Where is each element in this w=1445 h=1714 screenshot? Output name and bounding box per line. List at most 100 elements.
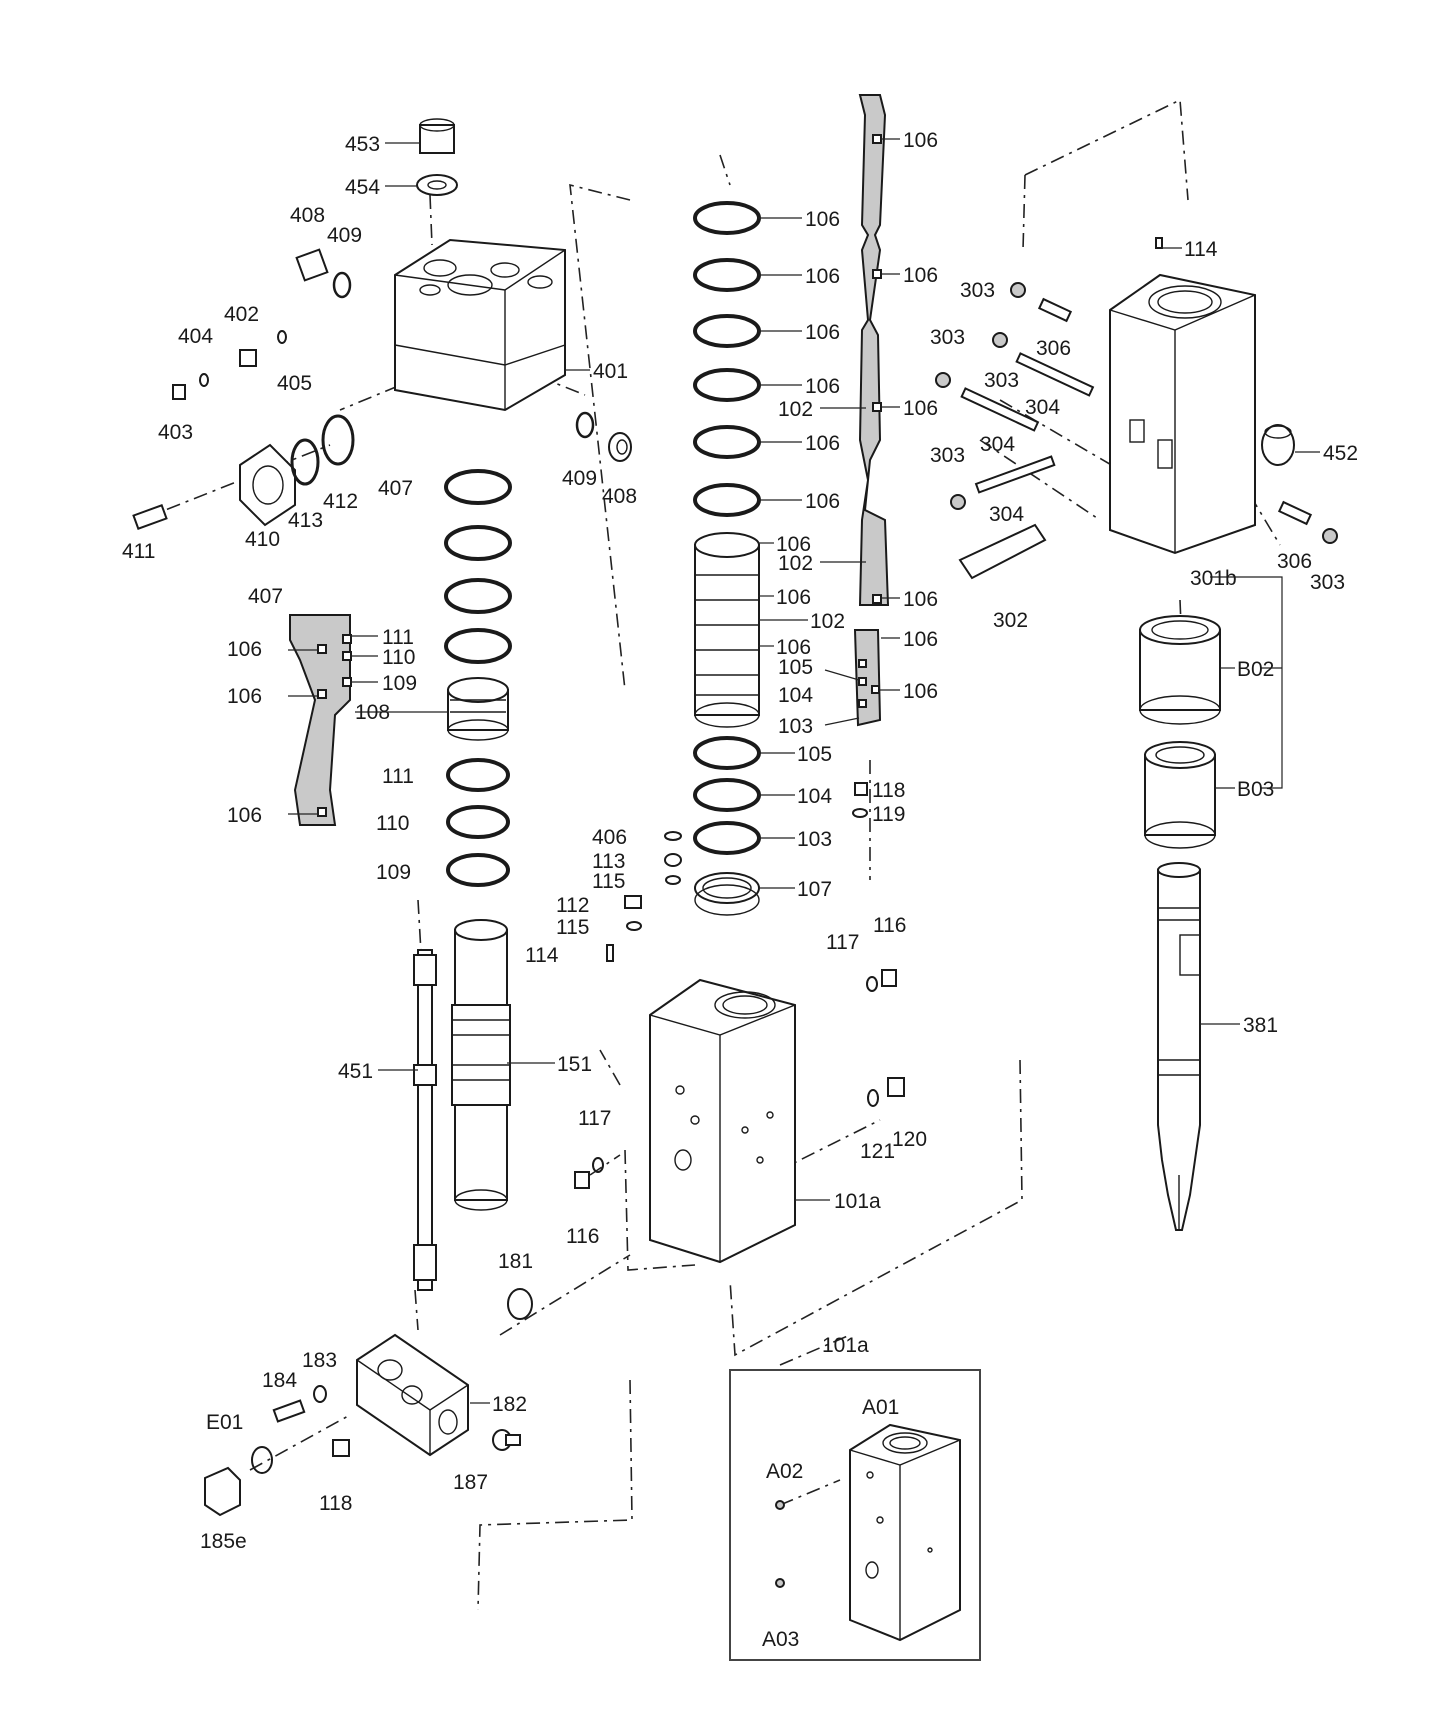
seal-105-ring [693, 736, 761, 770]
label-454: 454 [345, 176, 380, 199]
label-113: 113 [592, 850, 625, 873]
cylinder-101a [649, 978, 796, 1264]
o-ring-405 [277, 330, 287, 344]
flange-410 [239, 443, 296, 527]
label-121: 121 [860, 1140, 895, 1163]
label-406: 406 [592, 826, 627, 849]
plug-403 [172, 384, 186, 400]
label-117: 117 [578, 1107, 611, 1130]
o-ring-404 [199, 373, 209, 387]
label-109: 109 [376, 861, 411, 884]
o-ring-115-a [665, 875, 681, 885]
chisel-381 [1157, 862, 1201, 1231]
seal-holder-108 [447, 677, 509, 741]
bushing-B03 [1144, 741, 1216, 849]
label-184: 184 [262, 1369, 297, 1392]
inset-cylinder [849, 1423, 961, 1642]
seal-106-c5 [693, 425, 761, 459]
label-408: 408 [290, 204, 325, 227]
plug-112 [624, 895, 642, 909]
plug-181 [507, 1288, 533, 1320]
nut-303-c [935, 372, 951, 388]
front-head-301b [1109, 273, 1256, 555]
label-381: 381 [1243, 1014, 1278, 1037]
label-106: 106 [776, 586, 811, 609]
label-302: 302 [993, 609, 1028, 632]
o-ring-117-right [866, 976, 878, 992]
label-B02: B02 [1237, 658, 1274, 681]
piston-151 [451, 919, 511, 1211]
label-106: 106 [805, 375, 840, 398]
label-303: 303 [984, 369, 1019, 392]
label-101a: 101a [834, 1190, 881, 1213]
label-102: 102 [778, 398, 813, 421]
plug-120 [887, 1077, 905, 1097]
label-412: 412 [323, 490, 358, 513]
seal-106-c3 [693, 314, 761, 348]
seal-cross-section-center [853, 94, 890, 727]
plug-116-right [881, 969, 897, 987]
inset-box-101a [729, 1369, 981, 1661]
label-104: 104 [778, 684, 813, 707]
o-ring-121 [867, 1089, 879, 1107]
label-106: 106 [805, 432, 840, 455]
plug-408-right [608, 432, 632, 462]
plug-113 [664, 853, 682, 867]
label-405: 405 [277, 372, 312, 395]
label-181: 181 [498, 1250, 533, 1273]
label-407: 407 [248, 585, 283, 608]
label-303: 303 [960, 279, 995, 302]
label-B03: B03 [1237, 778, 1274, 801]
label-104: 104 [797, 785, 832, 808]
plug-118-right [854, 782, 868, 796]
label-403: 403 [158, 421, 193, 444]
pin-114-right [1155, 237, 1163, 249]
label-106: 106 [776, 636, 811, 659]
bolt-306-b [1277, 500, 1313, 526]
label-413: 413 [288, 509, 323, 532]
pin-114-center [606, 944, 614, 962]
label-115: 115 [592, 870, 625, 893]
rod-304-a [1015, 352, 1095, 397]
o-ring-115-b [626, 921, 642, 931]
label-106: 106 [805, 208, 840, 231]
label-111: 111 [382, 626, 414, 649]
seal-106-c2 [693, 258, 761, 292]
rod-304-c [974, 455, 1056, 494]
label-106: 106 [805, 321, 840, 344]
label-303: 303 [930, 444, 965, 467]
label-106: 106 [903, 264, 938, 287]
part-labels: 453 454 408 409 404 402 405 403 401 409 … [122, 129, 1358, 1651]
label-114: 114 [1184, 238, 1218, 261]
label-117: 117 [826, 931, 859, 954]
bolt-411 [132, 504, 168, 530]
valve-block-401 [394, 238, 566, 412]
valve-body-182 [356, 1333, 469, 1457]
ring-107 [694, 872, 760, 916]
label-106: 106 [227, 804, 262, 827]
label-408: 408 [602, 485, 637, 508]
plug-408-left [295, 248, 329, 282]
label-105: 105 [778, 656, 813, 679]
nut-303-a [1010, 282, 1026, 298]
seal-106-r2 [444, 578, 512, 614]
seal-106-c1 [693, 201, 761, 235]
seal-103-ring [693, 821, 761, 855]
o-ring-409-right [575, 411, 595, 439]
seal-cross-section-left [289, 614, 352, 826]
label-407: 407 [378, 477, 413, 500]
label-401: 401 [593, 360, 628, 383]
label-110: 110 [376, 812, 409, 835]
label-402: 402 [224, 303, 259, 326]
o-ring-119 [852, 808, 868, 818]
label-106: 106 [903, 680, 938, 703]
label-109: 109 [382, 672, 417, 695]
label-410: 410 [245, 528, 280, 551]
seal-106-c6 [693, 483, 761, 517]
plug-118-left [332, 1439, 350, 1457]
seal-106-r3 [444, 628, 512, 664]
label-106: 106 [903, 397, 938, 420]
plug-116-left [574, 1171, 590, 1189]
label-106: 106 [903, 129, 938, 152]
